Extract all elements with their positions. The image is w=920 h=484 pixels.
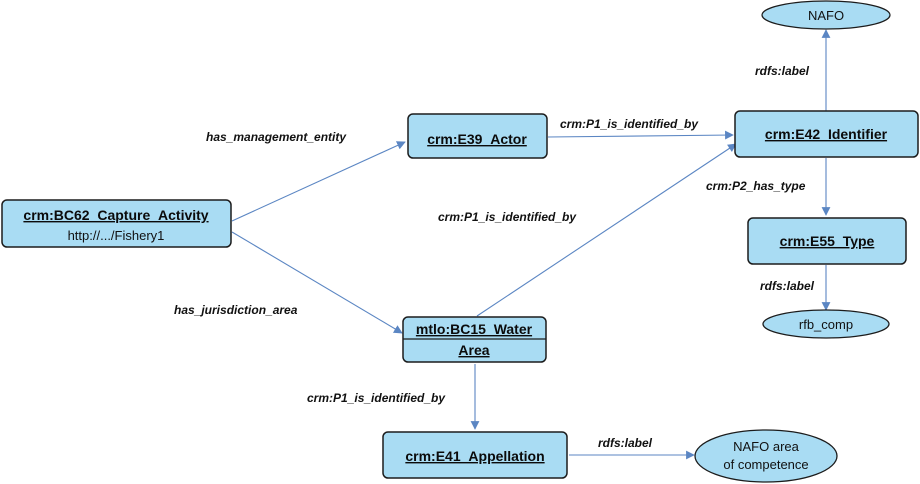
node-actor-box	[407, 113, 548, 159]
node-capture-activity-uri: http://.../Fishery1	[68, 228, 165, 243]
edge-has-management-entity	[231, 141, 406, 222]
node-capture-activity[interactable]: crm:BC62_Capture_Activity http://.../Fis…	[1, 199, 232, 248]
node-water-area[interactable]: mtlo:BC15_Water Area	[402, 316, 547, 363]
label-has-jurisdiction-area: has_jurisdiction_area	[174, 303, 298, 317]
label-identifier-rdfs-label: rdfs:label	[755, 64, 810, 78]
node-type-box	[747, 217, 907, 265]
label-water-identified-by-identifier: crm:P1_is_identified_by	[438, 210, 577, 224]
literal-rfb-comp[interactable]: rfb_comp	[762, 309, 890, 339]
edge-labels: has_management_entity has_jurisdiction_a…	[174, 64, 815, 450]
node-water-area-title-line2: Area	[458, 342, 489, 358]
node-appellation-box	[382, 431, 568, 479]
node-water-area-title-line1: mtlo:BC15_Water	[416, 321, 533, 337]
node-appellation-title: crm:E41_Appellation	[405, 448, 544, 464]
node-actor[interactable]: crm:E39_Actor	[407, 113, 548, 159]
node-type-title: crm:E55_Type	[780, 233, 875, 249]
node-actor-title: crm:E39_Actor	[427, 131, 527, 147]
literal-rfb-comp-text: rfb_comp	[799, 317, 853, 332]
label-actor-identified-by: crm:P1_is_identified_by	[560, 117, 699, 131]
literal-nafo-area-shape	[694, 429, 838, 483]
edge-water-identified-by-identifier	[476, 143, 737, 317]
edge-actor-identified-by	[547, 130, 734, 140]
node-identifier-title: crm:E42_Identifier	[765, 126, 888, 142]
label-identifier-has-type: crm:P2_has_type	[706, 179, 806, 193]
literal-nafo-area-line2: of competence	[723, 457, 808, 472]
node-type[interactable]: crm:E55_Type	[747, 217, 907, 265]
node-capture-activity-title: crm:BC62_Capture_Activity	[23, 207, 208, 223]
node-appellation[interactable]: crm:E41_Appellation	[382, 431, 568, 479]
literal-nafo-area[interactable]: NAFO area of competence	[694, 429, 838, 483]
literal-nafo[interactable]: NAFO	[761, 0, 891, 30]
literal-nafo-area-line1: NAFO area	[733, 439, 800, 454]
edges	[231, 29, 831, 460]
literal-nafo-shape	[761, 0, 891, 30]
literal-nafo-text: NAFO	[808, 8, 844, 23]
node-identifier-box	[734, 110, 919, 158]
edge-has-jurisdiction-area	[231, 231, 403, 334]
node-identifier[interactable]: crm:E42_Identifier	[734, 110, 919, 158]
literal-rfb-comp-shape	[762, 309, 890, 339]
label-has-management-entity: has_management_entity	[206, 130, 347, 144]
label-appellation-rdfs-label: rdfs:label	[598, 436, 653, 450]
label-water-identified-by-appellation: crm:P1_is_identified_by	[307, 391, 446, 405]
node-capture-activity-box	[1, 199, 232, 248]
label-type-rdfs-label: rdfs:label	[760, 279, 815, 293]
